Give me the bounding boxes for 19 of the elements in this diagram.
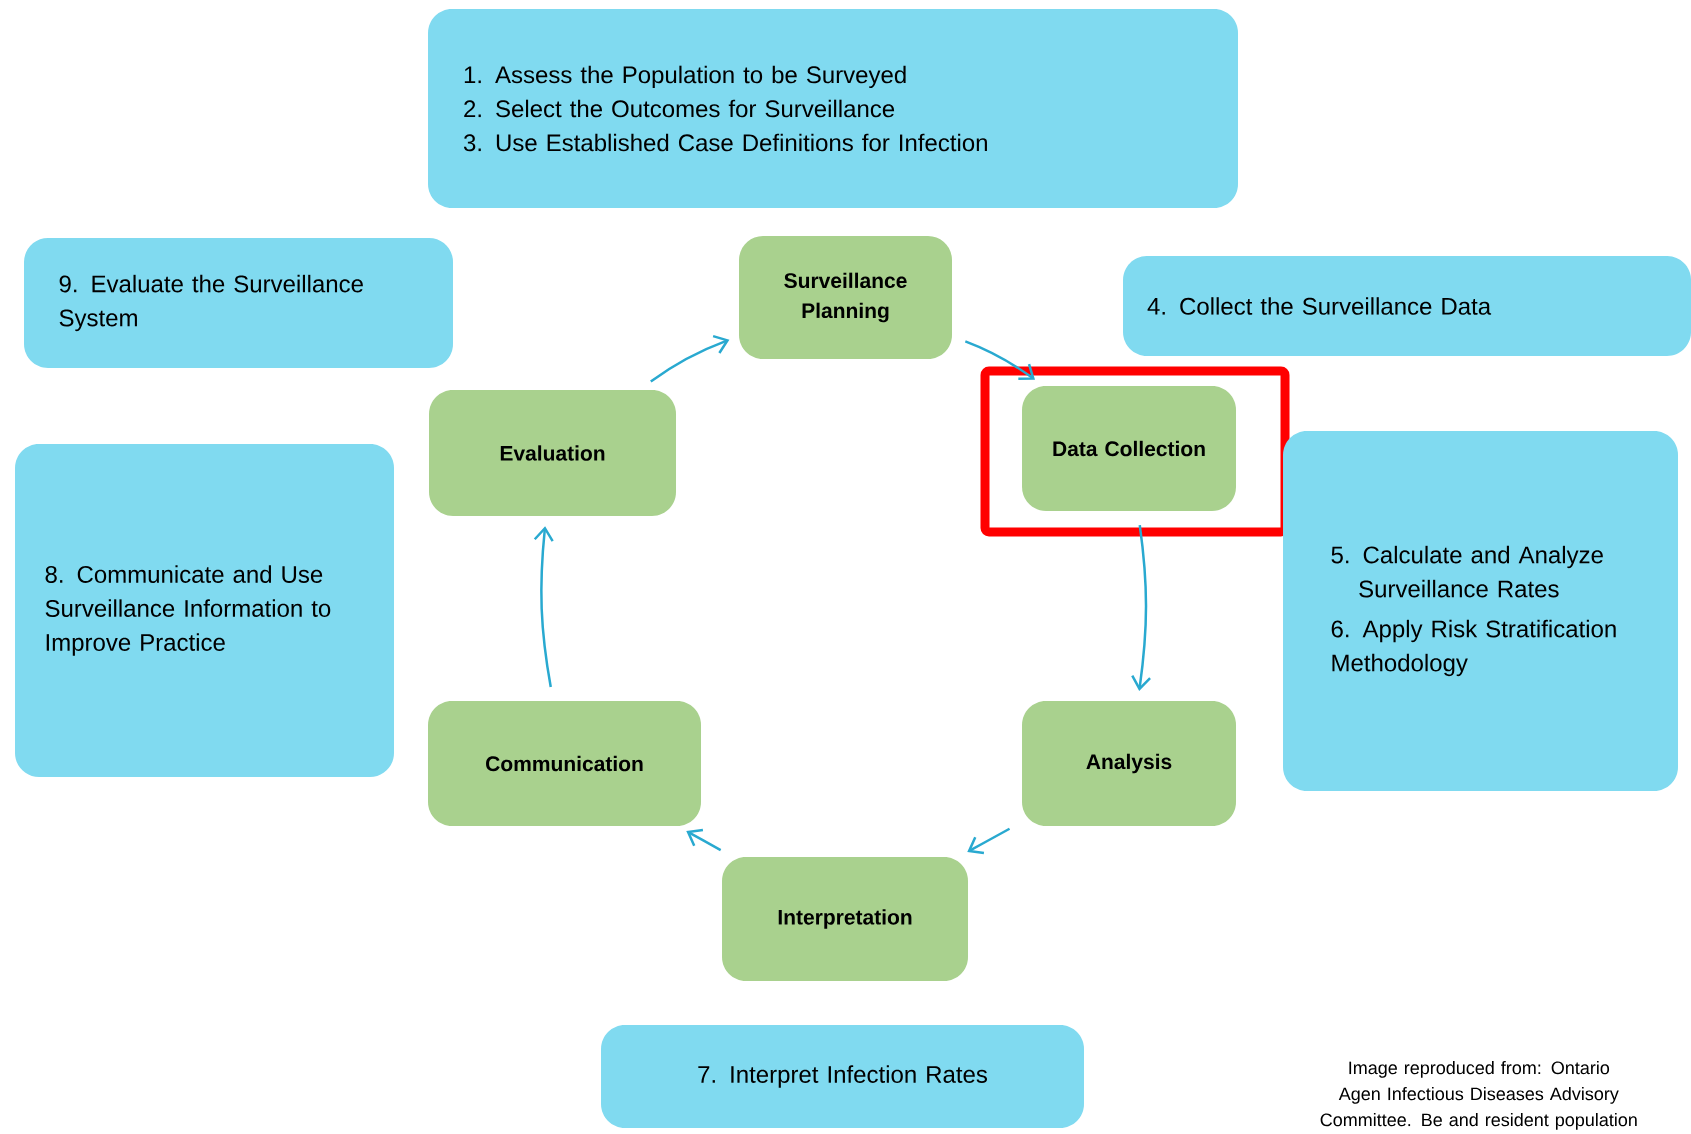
phase-box: Data Collection: [1022, 386, 1236, 511]
phase-box: Surveillance Planning: [739, 236, 952, 359]
arrow: [964, 340, 1035, 380]
step-box: 4. Collect the Surveillance Data: [1123, 256, 1691, 356]
step-box: 7. Interpret Infection Rates: [601, 1025, 1084, 1128]
arrow: [1131, 524, 1151, 691]
phase-box: Evaluation: [429, 390, 676, 516]
arrow: [967, 827, 1011, 855]
step-box: 5. Calculate and Analyze Surveillance Rates 6. Apply Risk Stratification Methodology: [1283, 431, 1678, 791]
step-box: 1. Assess the Population to be Surveyed 2. Select the Outcomes for Surveillance 3. Use Established Case Definitions for Infection: [428, 9, 1238, 208]
phase-box: Interpretation: [722, 857, 968, 981]
step-box: 9. Evaluate the Surveillance System: [24, 238, 453, 368]
arrow: [686, 828, 722, 852]
arrow: [650, 334, 730, 383]
arrow: [533, 526, 554, 688]
step-box: 8. Communicate and Use Surveillance Information to Improve Practice: [15, 444, 394, 777]
phase-box: Communication: [428, 701, 701, 826]
phase-box: Analysis: [1022, 701, 1236, 826]
citation-text: Image reproduced from: Ontario Agen Infectious Diseases Advisory Committee. Be and resident population: [1320, 1061, 1637, 1130]
